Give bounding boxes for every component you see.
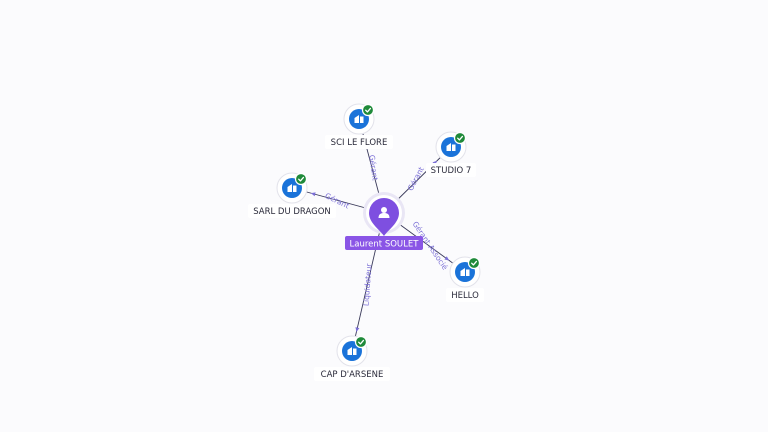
company-name-label: STUDIO 7	[431, 166, 472, 176]
company-label-hello[interactable]: HELLO	[446, 288, 484, 302]
verified-check-icon	[354, 335, 368, 349]
company-node-studio-7[interactable]	[435, 131, 467, 163]
edge-arrow-icon	[355, 327, 360, 333]
company-label-bg	[314, 367, 390, 381]
edge-arrow-icon	[444, 256, 450, 261]
edge-role-label: Liquidateur	[362, 262, 374, 306]
verified-check-icon	[453, 131, 467, 145]
company-label-sci-le-flore[interactable]: SCI LE FLORE	[325, 135, 393, 149]
company-label-bg	[248, 204, 336, 218]
edge-arrow-icon	[310, 192, 316, 197]
company-node-sarl-du-dragon[interactable]	[276, 172, 308, 204]
company-name-label: SCI LE FLORE	[331, 138, 388, 148]
edge-arrow-icon	[432, 160, 438, 166]
edge-cap-d-arsene: Liquidateur	[351, 212, 385, 352]
company-label-bg	[426, 163, 476, 177]
building-icon	[446, 143, 456, 151]
company-label-bg	[325, 135, 393, 149]
company-label-bg	[446, 288, 484, 302]
verified-check-icon	[361, 103, 375, 117]
company-label-studio-7[interactable]: STUDIO 7	[426, 163, 476, 177]
company-name-label: SARL DU DRAGON	[253, 207, 331, 217]
building-icon	[354, 115, 364, 123]
building-icon	[460, 268, 470, 276]
edge-role-label: Gérant	[406, 165, 426, 192]
company-label-cap-d-arsene[interactable]: CAP D'ARSENE	[314, 367, 390, 381]
building-icon	[287, 184, 297, 192]
person-icon	[378, 207, 390, 218]
edge-role-label: Gérant	[367, 154, 380, 181]
verified-check-icon	[294, 172, 308, 186]
company-label-sarl-du-dragon[interactable]: SARL DU DRAGON	[248, 204, 336, 218]
verified-check-icon	[467, 256, 481, 270]
person-name-label: Laurent SOULET	[350, 240, 420, 250]
company-node-hello[interactable]	[449, 256, 481, 288]
building-icon	[347, 347, 357, 355]
company-name-label: CAP D'ARSENE	[321, 370, 384, 380]
person-node[interactable]: Laurent SOULET	[345, 192, 423, 250]
person-name-badge	[345, 236, 423, 250]
company-name-label: HELLO	[451, 291, 479, 301]
company-nodes: SCI LE FLORE STUDIO 7 SARL DU DRAGON HELLO C…	[248, 103, 484, 381]
company-node-sci-le-flore[interactable]	[343, 103, 375, 135]
company-node-cap-d-arsene[interactable]	[336, 335, 368, 367]
